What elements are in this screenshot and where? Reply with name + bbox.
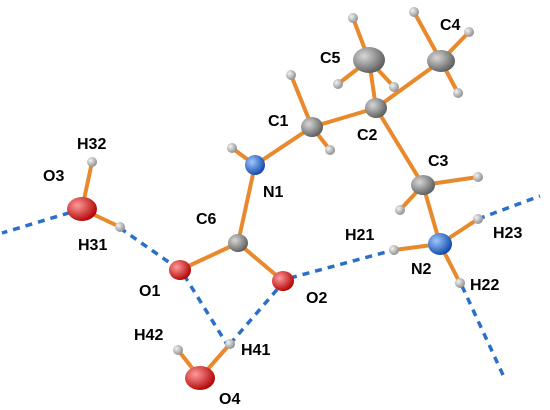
atom-h42 xyxy=(173,345,183,355)
label-h21: H21 xyxy=(345,227,374,244)
atom-h-n1 xyxy=(227,143,237,153)
bond-n1-c6 xyxy=(236,163,257,245)
label-n2: N2 xyxy=(411,261,432,278)
hydrogen-atoms xyxy=(87,7,483,355)
atom-c1 xyxy=(301,117,323,137)
bond-c2-c3 xyxy=(374,106,425,187)
atom-h-c3a xyxy=(395,205,405,215)
atom-c2 xyxy=(365,98,387,118)
label-h31: H31 xyxy=(78,237,107,254)
atom-o1 xyxy=(169,260,191,280)
atom-h23 xyxy=(473,214,483,224)
label-c5: C5 xyxy=(320,50,341,67)
atom-o3 xyxy=(67,197,97,221)
atom-h-c5a xyxy=(348,13,358,23)
label-c4: C4 xyxy=(440,17,461,34)
atom-h21 xyxy=(389,245,399,255)
label-h42: H42 xyxy=(134,327,163,344)
label-h22: H22 xyxy=(470,277,499,294)
atom-h-c4b xyxy=(464,27,474,37)
hbond-o2-h21 xyxy=(289,249,391,280)
atom-h22 xyxy=(455,278,465,288)
label-o2: O2 xyxy=(306,290,327,307)
atom-h-c1b xyxy=(325,145,335,155)
label-c6: C6 xyxy=(196,211,217,228)
atom-h31 xyxy=(115,222,125,232)
atom-o2 xyxy=(272,271,294,291)
heavy-atoms xyxy=(67,47,455,390)
bond-c2-c4 xyxy=(374,59,443,110)
label-h23: H23 xyxy=(493,225,522,242)
label-c2: C2 xyxy=(357,127,378,144)
label-h41: H41 xyxy=(241,342,270,359)
label-c3: C3 xyxy=(428,153,449,170)
atom-h-c4c xyxy=(453,88,463,98)
atom-n2 xyxy=(428,233,452,255)
atom-c5 xyxy=(353,47,385,73)
hbond-h41-o2 xyxy=(228,283,283,346)
hbond-o1-h41 xyxy=(182,274,230,347)
hbond-h31-o1 xyxy=(118,226,182,272)
atom-h-c1a xyxy=(286,70,296,80)
bond-n1-c1 xyxy=(253,125,314,167)
atom-c3 xyxy=(411,175,435,195)
bond-c1-c2 xyxy=(310,106,378,129)
atom-n1 xyxy=(245,155,265,175)
label-h32: H32 xyxy=(77,136,106,153)
atom-o4 xyxy=(185,366,215,390)
atom-c4 xyxy=(427,50,455,72)
hbond-h23-right xyxy=(477,194,541,221)
hbond-h22-down xyxy=(460,285,505,376)
label-o3: O3 xyxy=(43,168,64,185)
atom-h-c5c xyxy=(389,82,399,92)
atom-h32 xyxy=(87,157,97,167)
atom-h41 xyxy=(225,339,235,349)
label-o4: O4 xyxy=(219,391,240,408)
label-n1: N1 xyxy=(263,184,284,201)
atom-labels: C1 C2 C3 C4 C5 C6 N1 N2 O1 O2 O3 O4 H21 … xyxy=(43,17,522,408)
atom-h-c3b xyxy=(473,172,483,182)
label-c1: C1 xyxy=(268,113,289,130)
atom-c6 xyxy=(228,234,248,252)
label-o1: O1 xyxy=(139,283,160,300)
atom-h-c5b xyxy=(333,79,343,89)
atom-h-c4a xyxy=(409,7,419,17)
